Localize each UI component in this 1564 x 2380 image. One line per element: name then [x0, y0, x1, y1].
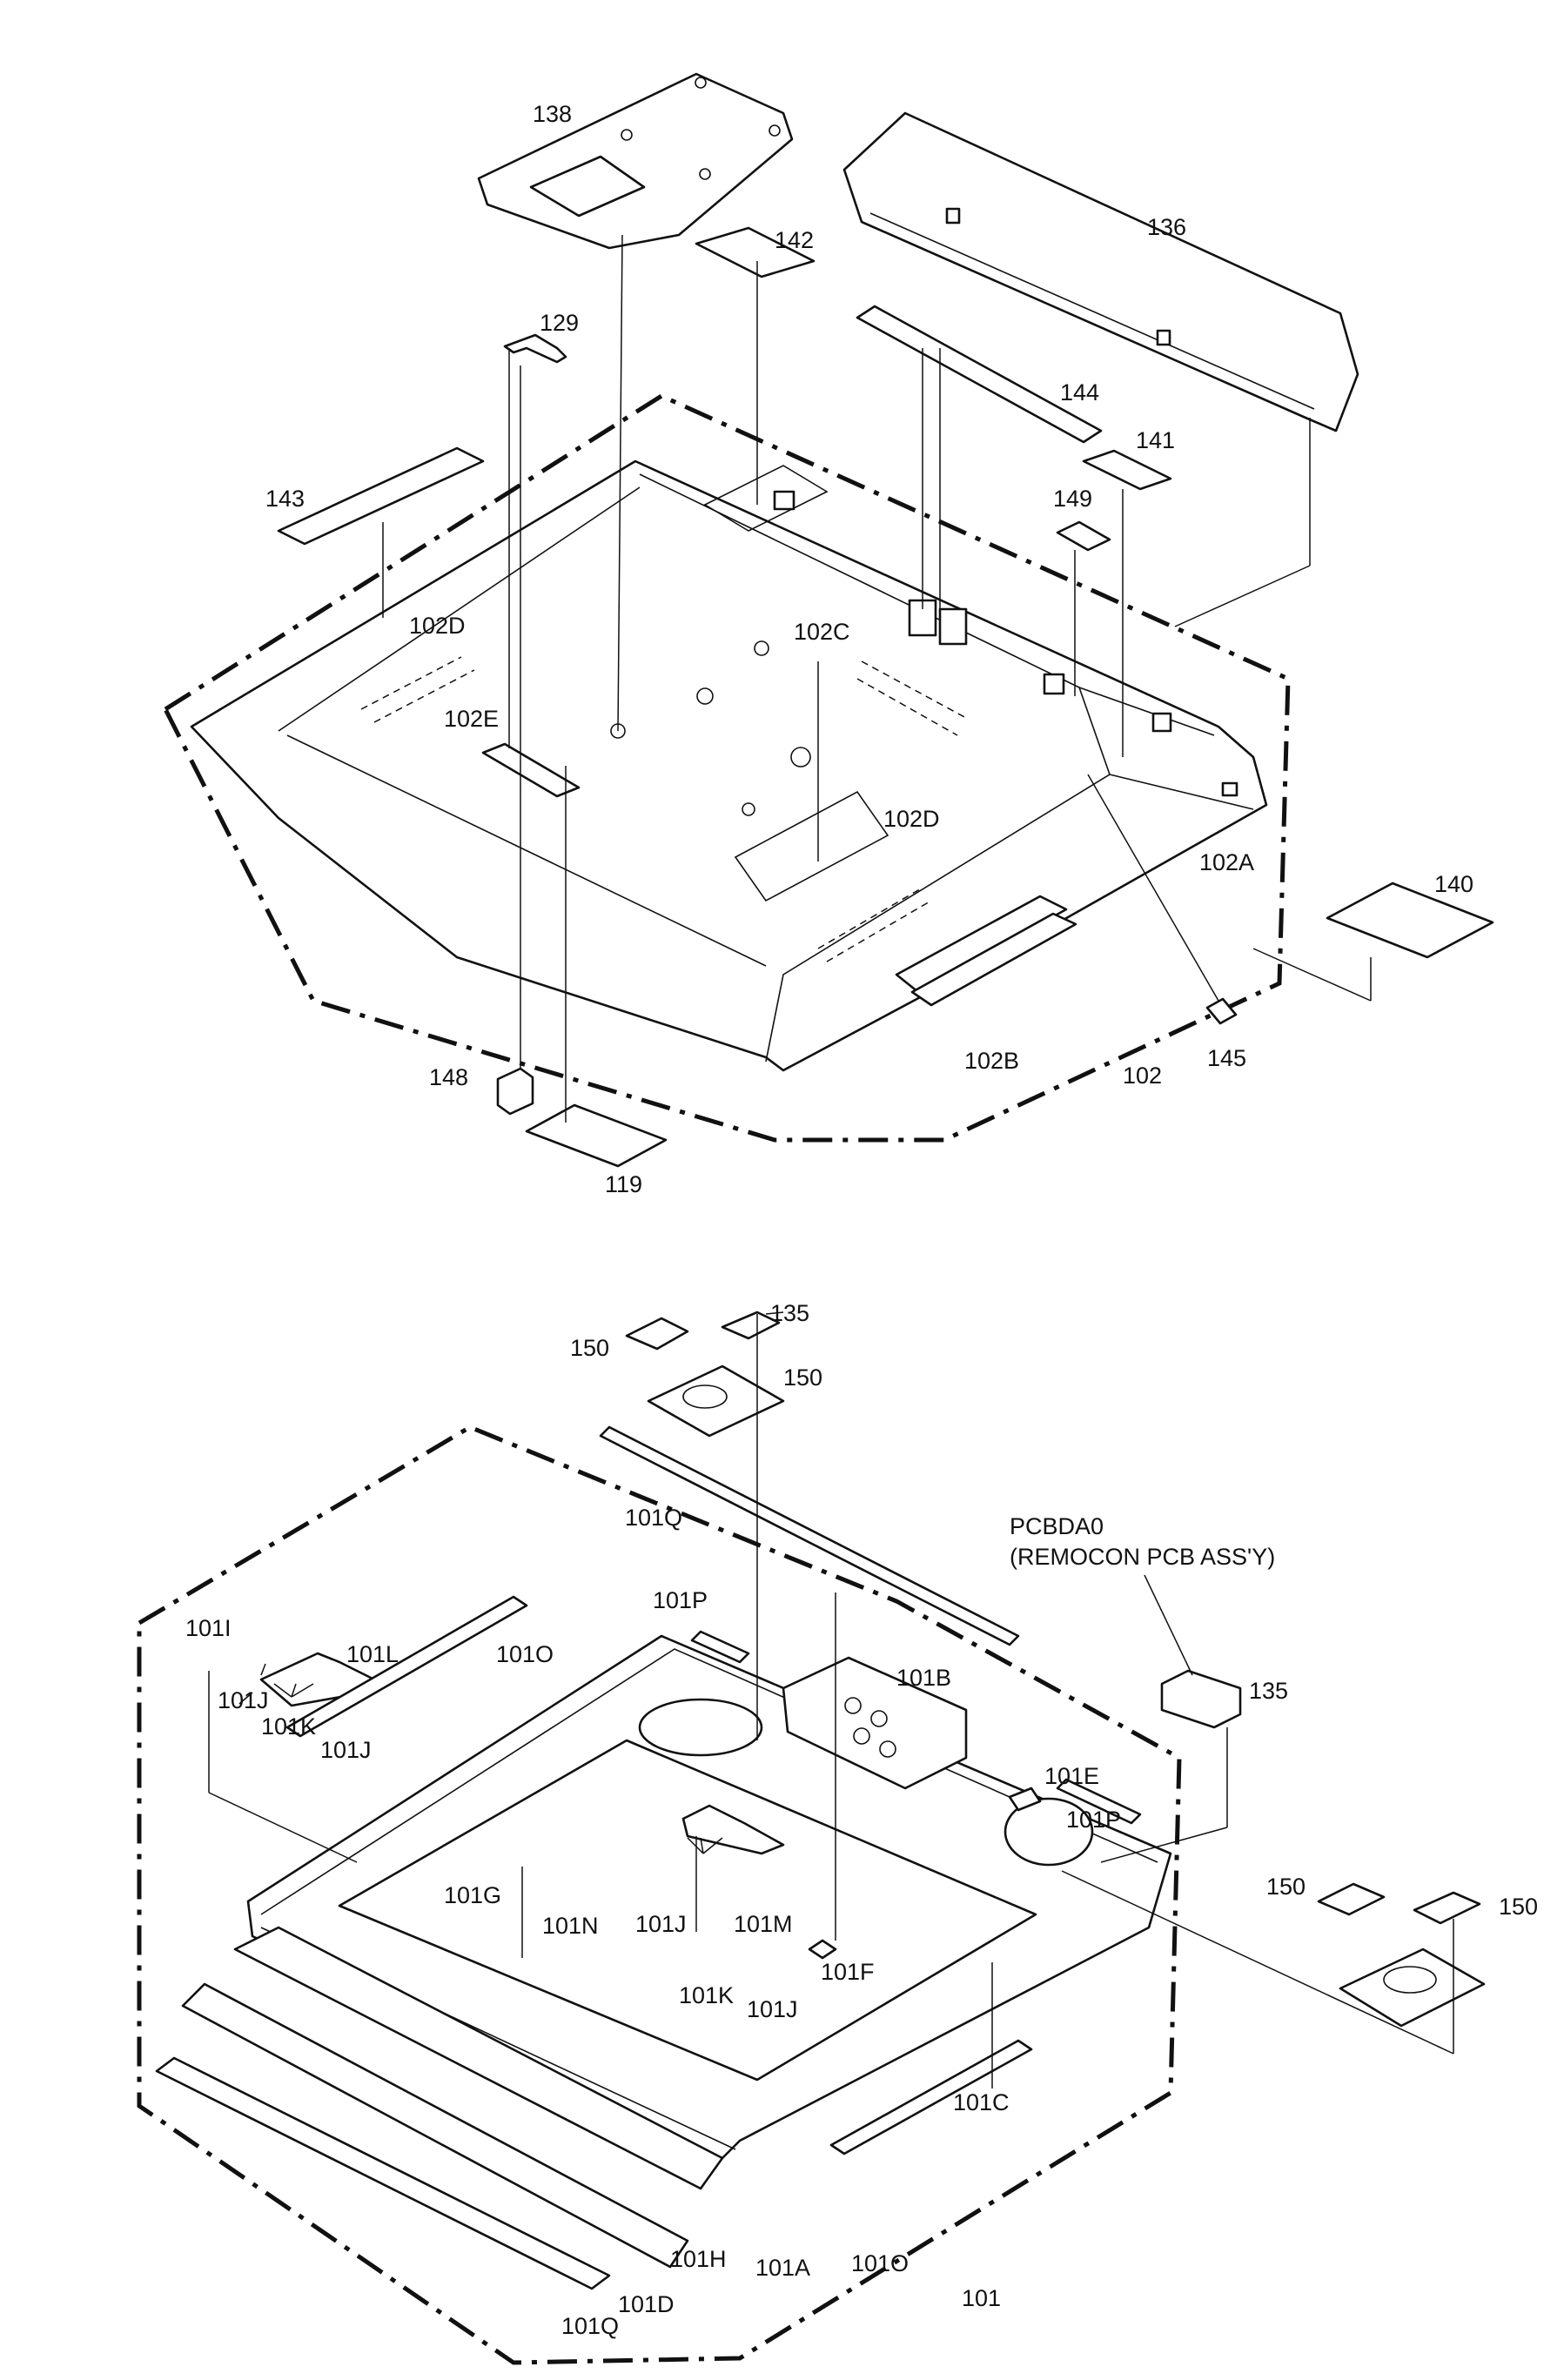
part-141-label: [1082, 449, 1172, 491]
label-101J-mid-1: 101J: [635, 1911, 687, 1937]
part-102-rear-cabinet: [190, 459, 1268, 1072]
label-102: 102: [1123, 1063, 1162, 1089]
label-135-right: 135: [1249, 1678, 1288, 1704]
label-150-right-lower: 150: [1499, 1894, 1538, 1920]
part-149-label: [1056, 520, 1111, 552]
label-149: 149: [1053, 486, 1092, 512]
label-136: 136: [1147, 214, 1186, 240]
label-101P-right: 101P: [1066, 1807, 1121, 1833]
label-101E: 101E: [1044, 1763, 1099, 1789]
lower-assembly-lines: [208, 1314, 1454, 2088]
label-142: 142: [775, 227, 814, 253]
label-143: 143: [265, 486, 305, 512]
lower-assembly: 135 150 150 101Q PCBDA0 (REMOCON PCB ASS…: [137, 1300, 1538, 2365]
label-101J-mid-2: 101J: [747, 1996, 798, 2022]
label-101P-top: 101P: [653, 1587, 708, 1613]
label-101K-mid: 101K: [679, 1982, 734, 2008]
label-102B: 102B: [964, 1048, 1019, 1074]
label-101H: 101H: [670, 2246, 727, 2272]
label-101J-left-2: 101J: [320, 1737, 372, 1763]
speaker-right: [1317, 1882, 1486, 2028]
label-102D-lower: 102D: [883, 806, 940, 832]
label-101O-bottom: 101O: [851, 2250, 909, 2276]
part-142-label: [695, 226, 816, 278]
label-138: 138: [533, 101, 572, 127]
label-129: 129: [540, 310, 579, 336]
part-129-bracket: [503, 333, 567, 364]
label-140: 140: [1434, 871, 1473, 897]
upper-labels: 138 142 136 129 144 141 143 149 102D 102…: [265, 101, 1473, 1197]
label-101J-left-1: 101J: [218, 1687, 269, 1713]
label-141: 141: [1136, 427, 1175, 453]
label-150-top-left: 150: [570, 1335, 609, 1361]
label-150-top-right: 150: [783, 1364, 822, 1391]
part-140-sheet: [1326, 882, 1494, 959]
label-101M: 101M: [734, 1911, 793, 1937]
label-102C: 102C: [794, 619, 850, 645]
label-102A: 102A: [1199, 849, 1254, 875]
label-101: 101: [962, 2285, 1001, 2311]
part-143-label: [277, 446, 485, 546]
label-PCBDA0: PCBDA0: [1010, 1513, 1104, 1539]
slot-102C: [856, 660, 967, 736]
label-101D: 101D: [618, 2291, 675, 2317]
label-150-right-upper: 150: [1266, 1874, 1306, 1900]
label-102D-upper: 102D: [409, 613, 466, 639]
part-145-label: [1205, 997, 1238, 1025]
upper-assembly-lines: [382, 234, 1372, 1123]
label-101A: 101A: [755, 2255, 810, 2281]
label-101N: 101N: [542, 1913, 599, 1939]
label-119: 119: [605, 1171, 642, 1197]
part-138-handle-cover: [477, 72, 794, 250]
label-101C: 101C: [953, 2089, 1010, 2115]
label-102E: 102E: [444, 706, 499, 732]
label-135-top: 135: [770, 1300, 809, 1326]
lower-dashdot-boundary: [137, 1425, 1182, 2365]
label-101O-top: 101O: [496, 1641, 554, 1667]
front-strips: [155, 1425, 1142, 2290]
label-101Q-top: 101Q: [625, 1505, 682, 1531]
part-148-block: [496, 1067, 534, 1116]
label-remocon-pcb-assy: (REMOCON PCB ASS'Y): [1010, 1544, 1275, 1570]
label-101L: 101L: [346, 1641, 399, 1667]
label-101G: 101G: [444, 1882, 501, 1908]
label-101Q-bottom: 101Q: [561, 2313, 619, 2339]
label-101K-left: 101K: [261, 1713, 316, 1740]
label-145: 145: [1207, 1045, 1246, 1071]
label-101F: 101F: [821, 1959, 875, 1985]
part-102E-label: [481, 742, 581, 798]
lower-annotation-leaders: [238, 1311, 1193, 1854]
label-101I: 101I: [185, 1615, 232, 1641]
slot-102D-lower: [817, 887, 932, 962]
slot-102D-upper: [360, 656, 475, 723]
speaker-top: [625, 1311, 785, 1438]
lower-labels: 135 150 150 101Q PCBDA0 (REMOCON PCB ASS…: [185, 1300, 1538, 2339]
label-144: 144: [1060, 379, 1099, 406]
upper-dashdot-boundary: [162, 393, 1291, 1143]
pcb-remocon-holder: [1160, 1669, 1242, 1729]
part-101-front-cabinet: [246, 1634, 1172, 2160]
label-148: 148: [429, 1064, 468, 1090]
part-119-sheet: [525, 1103, 668, 1168]
part-144-label: [856, 305, 1103, 444]
part-136-top-cover: [842, 111, 1359, 432]
upper-assembly: 138 142 136 129 144 141 143 149 102D 102…: [162, 72, 1494, 1197]
label-101B: 101B: [896, 1665, 951, 1691]
